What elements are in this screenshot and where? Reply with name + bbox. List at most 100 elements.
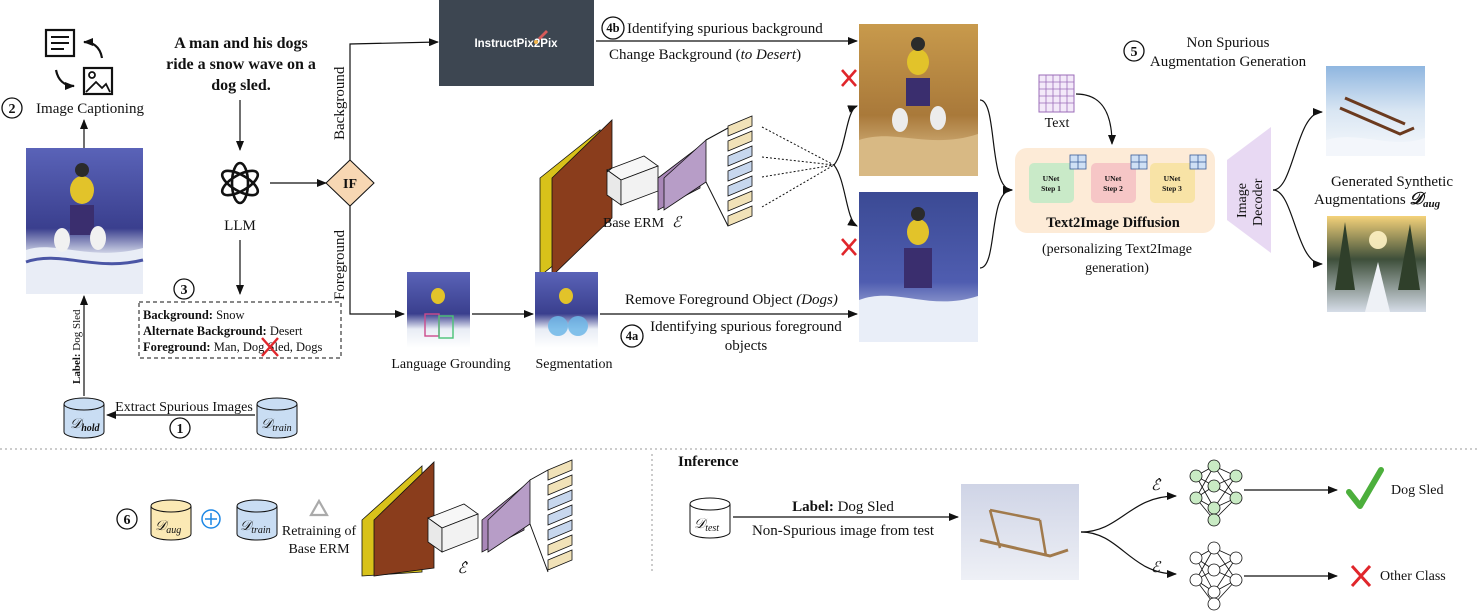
d-hold-symbol: 𝒟hold [70, 417, 101, 434]
check-icon [1346, 467, 1384, 509]
caption-line-2: ride a snow wave on a [166, 56, 316, 73]
unet-step-2-title: UNet [1105, 174, 1122, 183]
step-4a-number: 4a [626, 329, 639, 343]
inference-title: Inference [678, 454, 739, 470]
d-train-symbol: 𝒟train [261, 417, 292, 434]
step-3-badge: 3 [173, 278, 195, 300]
retrained-erm-network [361, 461, 549, 577]
retrained-classifier-icon [1189, 459, 1243, 527]
unet-step-1-subtitle: Step 1 [1041, 184, 1061, 193]
caption-line-1: A man and his dogs [174, 35, 307, 52]
d-train-database-2: 𝒟train [236, 499, 278, 541]
text-label: Text [1045, 116, 1070, 131]
unet-step-3-title: UNet [1164, 174, 1181, 183]
base-erm-network [539, 119, 729, 277]
d-hold-database: 𝒟hold [63, 397, 105, 439]
generated-synthetic-line-1: Generated Synthetic [1331, 174, 1453, 190]
step-6-badge: 6 [116, 508, 138, 530]
d-test-database: 𝒟test [689, 497, 731, 539]
text2image-diffusion-block: UNet Step 1 UNet Step 2 UNet Step 3 Text… [1015, 148, 1215, 233]
extract-spurious-label: Extract Spurious Images [115, 400, 253, 415]
generated-caption: A man and his dogs ride a snow wave on a… [166, 35, 316, 94]
erm-symbol: ℰ [672, 215, 683, 231]
llm-icon [220, 161, 260, 205]
original-sled-photo [25, 148, 144, 294]
language-grounding-photo [407, 272, 470, 348]
llm-label: LLM [224, 218, 256, 234]
instructpix2pix-block: InstructPix2Pix [439, 0, 594, 86]
step-4b-number: 4b [606, 21, 619, 35]
cross-icon-result [1350, 564, 1372, 588]
step-6-number: 6 [124, 513, 131, 528]
step-1-number: 1 [177, 422, 184, 437]
generated-synthetic-line-2: Augmentations 𝒟aug [1314, 189, 1441, 210]
base-erm-output-layer [727, 115, 753, 227]
step-1-badge: 1 [169, 417, 191, 439]
text-embedding-grid-icon [1038, 74, 1075, 113]
foreground-removed-photo [859, 192, 978, 342]
personalizing-line-2: generation) [1085, 261, 1149, 276]
plus-icon [201, 509, 221, 529]
retrained-erm-output-layer [547, 459, 573, 571]
curved-arrow-icon-2 [54, 69, 75, 90]
base-erm-label: Base ERM [603, 216, 665, 231]
d-test-symbol: 𝒟test [694, 517, 719, 534]
erm-hat-symbol: ℰ̂ [457, 561, 468, 577]
generated-forest-trail-photo [1327, 216, 1426, 312]
image-decoder-line-2: Decoder [1251, 178, 1266, 226]
step-5-badge: 5 [1123, 40, 1145, 62]
image-captioning-icons [44, 28, 114, 96]
recycle-icon [309, 498, 329, 517]
non-spurious-line-1: Non Spurious [1187, 35, 1270, 51]
instructpix2pix-label: InstructPix2Pix [474, 38, 558, 50]
base-classifier-icon [1189, 541, 1243, 611]
step-4a-badge: 4a [620, 324, 644, 348]
picture-icon [82, 66, 114, 96]
image-captioning-label: Image Captioning [36, 101, 144, 117]
step-2-badge: 2 [1, 97, 23, 119]
language-grounding-label: Language Grounding [391, 357, 510, 372]
erm-inference-symbol: ℰ [1151, 560, 1162, 576]
d-aug-symbol: 𝒟aug [155, 519, 181, 536]
text2image-diffusion-title: Text2Image Diffusion [1046, 215, 1180, 231]
document-icon [44, 28, 76, 58]
image-decoder-line-1: Image [1235, 183, 1250, 218]
unet-step-3-subtitle: Step 3 [1162, 184, 1182, 193]
cross-icon-desert [841, 69, 857, 87]
alternate-background-entry: Alternate Background: Desert [143, 324, 303, 338]
d-train-symbol-2: 𝒟train [240, 519, 271, 536]
rocket-icon [534, 30, 548, 44]
retraining-line-2: Base ERM [288, 542, 350, 557]
segmentation-label: Segmentation [536, 357, 613, 372]
remove-foreground-label: Remove Foreground Object (Dogs) [625, 292, 838, 308]
d-aug-database: 𝒟aug [150, 499, 192, 541]
identify-foreground-line-1: Identifying spurious foreground [650, 319, 842, 335]
change-background-label: Change Background (to Desert) [609, 47, 801, 63]
step-5-number: 5 [1131, 45, 1138, 60]
label-dog-sled-vertical: Label: Dog Sled [71, 309, 83, 384]
step-3-number: 3 [181, 283, 188, 298]
llm-output-box [138, 301, 342, 359]
unet-step-1-title: UNet [1043, 174, 1060, 183]
background-entry: Background: Snow [143, 308, 245, 322]
non-spurious-test-label: Non-Spurious image from test [752, 523, 935, 539]
caption-line-3: dog sled. [211, 77, 271, 94]
personalizing-line-1: (personalizing Text2Image [1042, 242, 1192, 257]
desert-background-photo [859, 24, 978, 176]
generated-snow-sled-photo [1326, 66, 1425, 156]
cross-icon [261, 337, 279, 357]
step-4b-badge: 4b [601, 16, 625, 40]
cross-icon-snow [841, 238, 857, 256]
step-2-number: 2 [9, 102, 16, 117]
other-class-result-label: Other Class [1380, 569, 1446, 584]
test-sled-photo [961, 484, 1079, 580]
background-branch-label: Background [332, 66, 348, 140]
identify-foreground-line-2: objects [725, 338, 768, 354]
segmentation-photo [535, 272, 598, 348]
unet-step-2-subtitle: Step 2 [1103, 184, 1123, 193]
erm-hat-inference-symbol: ℰ̂ [1151, 478, 1162, 494]
image-decoder-block: Image Decoder [1227, 127, 1271, 253]
if-decision: IF [325, 159, 375, 207]
